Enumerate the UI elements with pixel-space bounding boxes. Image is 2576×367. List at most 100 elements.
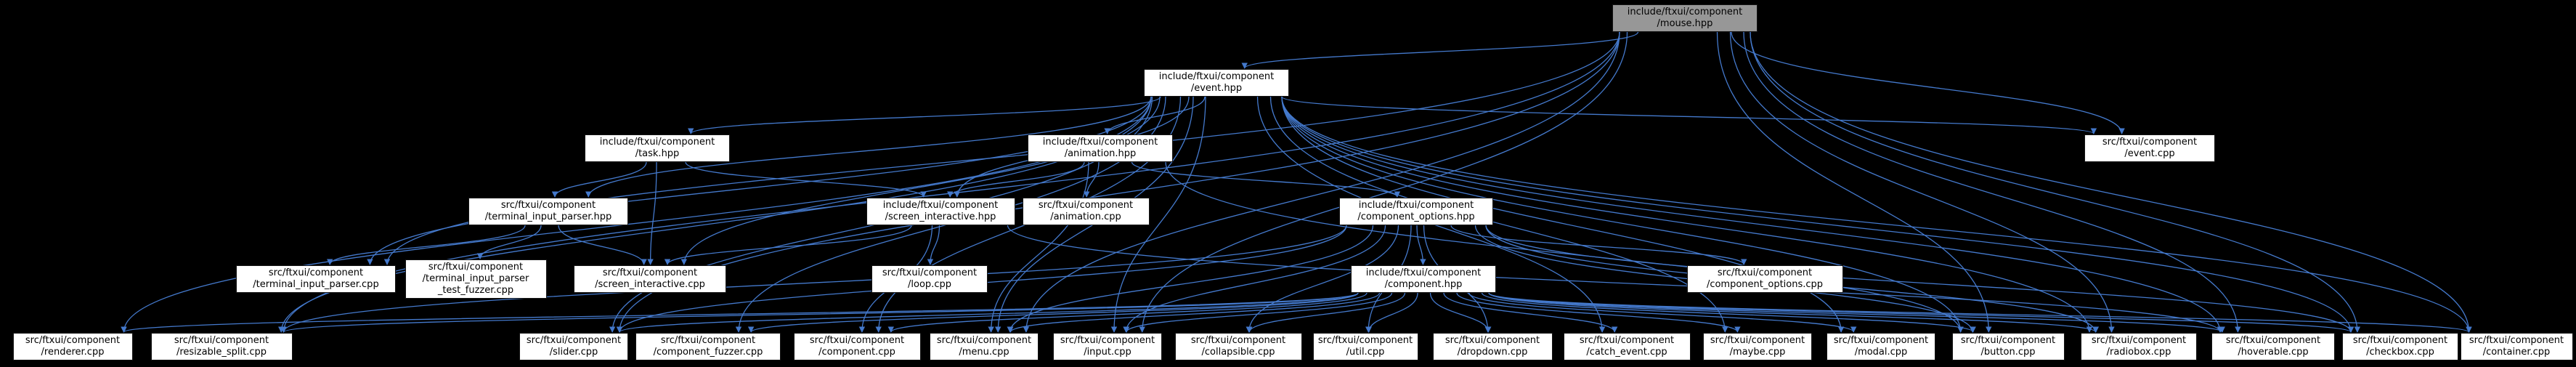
graph-node-terminal_input_parser_hpp[interactable]: src/ftxui/component/terminal_input_parse… — [468, 198, 628, 225]
edge-animation_hpp--button_cpp — [1165, 161, 1964, 333]
node-label-line: src/ftxui/component — [1060, 335, 1155, 346]
edge-task_hpp--screen_interactive_hpp — [685, 161, 927, 198]
edge-mouse_hpp--hoverable_cpp — [1743, 31, 2241, 333]
graph-node-catch_event_cpp[interactable]: src/ftxui/component/catch_event.cpp — [1563, 333, 1691, 360]
graph-node-mouse_hpp[interactable]: include/ftxui/component/mouse.hpp — [1612, 4, 1758, 32]
graph-node-maybe_cpp[interactable]: src/ftxui/component/maybe.cpp — [1703, 333, 1812, 360]
edge-event_hpp--terminal_input_parser_cpp — [367, 96, 1152, 265]
graph-node-menu_cpp[interactable]: src/ftxui/component/menu.cpp — [930, 333, 1039, 360]
node-label-line: /event.hpp — [1190, 83, 1243, 94]
node-label-line: /terminal_input_parser.cpp — [253, 279, 379, 290]
node-label-line: /container.cpp — [2482, 347, 2551, 358]
node-label-line: include/ftxui/component — [1042, 137, 1158, 148]
node-label-line: include/ftxui/component — [1365, 267, 1482, 278]
graph-node-task_hpp[interactable]: include/ftxui/component/task.hpp — [585, 134, 730, 162]
node-label-line: src/ftxui/component — [882, 267, 978, 278]
node-label-line: /component_fuzzer.cpp — [653, 347, 763, 358]
graph-node-component_options_hpp[interactable]: include/ftxui/component/component_option… — [1339, 198, 1493, 225]
node-label-line: /button.cpp — [1980, 347, 2036, 358]
edge-animation_hpp--animation_cpp — [1083, 161, 1100, 198]
node-label-line: src/ftxui/component — [1038, 200, 1134, 211]
graph-node-component_fuzzer_cpp[interactable]: src/ftxui/component/component_fuzzer.cpp — [635, 333, 781, 360]
edge-component_hpp--radiobox_cpp — [1488, 292, 2099, 333]
node-label-line: src/ftxui/component — [268, 267, 364, 278]
node-label-line: /modal.cpp — [1854, 347, 1908, 358]
node-label-line: /terminal_input_parser — [422, 273, 529, 284]
edge-task_hpp--screen_interactive_cpp — [647, 161, 657, 265]
edge-component_hpp--catch_event_cpp — [1443, 292, 1618, 333]
graph-node-util_cpp[interactable]: src/ftxui/component/util.cpp — [1312, 333, 1418, 360]
edge-event_hpp--terminal_input_parser_hpp — [585, 96, 1152, 198]
node-label-line: /task.hpp — [635, 148, 680, 159]
node-label-line: include/ftxui/component — [1627, 7, 1743, 17]
graph-node-terminal_input_parser_cpp[interactable]: src/ftxui/component/terminal_input_parse… — [236, 265, 396, 293]
graph-node-resizable_split_cpp[interactable]: src/ftxui/component/resizable_split.cpp — [150, 333, 293, 360]
graph-node-screen_interactive_cpp[interactable]: src/ftxui/component/screen_interactive.c… — [574, 265, 726, 293]
node-label-line: /screen_interactive.cpp — [595, 279, 705, 290]
edge-component_hpp--button_cpp — [1481, 292, 1976, 333]
edge-mouse_hpp--terminal_input_parser_cpp — [383, 31, 1620, 265]
edge-component_hpp--dropdown_cpp — [1429, 292, 1492, 333]
node-label-line: include/ftxui/component — [1358, 200, 1474, 211]
graph-node-animation_hpp[interactable]: include/ftxui/component/animation.hpp — [1028, 134, 1173, 162]
edge-screen_interactive_hpp--hoverable_cpp — [1007, 225, 2224, 333]
node-label-line: /mouse.hpp — [1657, 18, 1713, 29]
node-label-line: src/ftxui/component — [1445, 335, 1540, 346]
graph-node-hoverable_cpp[interactable]: src/ftxui/component/hoverable.cpp — [2211, 333, 2335, 360]
graph-node-component_hpp[interactable]: include/ftxui/component/component.hpp — [1351, 265, 1496, 293]
edge-component_hpp--checkbox_cpp — [1488, 292, 2354, 333]
graph-node-modal_cpp[interactable]: src/ftxui/component/modal.cpp — [1827, 333, 1935, 360]
graph-node-event_cpp[interactable]: src/ftxui/component/event.cpp — [2084, 134, 2215, 162]
graph-node-component_options_cpp[interactable]: src/ftxui/component/component_options.cp… — [1686, 265, 1843, 293]
node-label-line: /renderer.cpp — [41, 347, 105, 358]
graph-node-animation_cpp[interactable]: src/ftxui/component/animation.cpp — [1022, 198, 1150, 225]
edge-component_hpp--component_fuzzer_cpp — [748, 292, 1359, 333]
node-label-line: src/ftxui/component — [2469, 335, 2564, 346]
edge-component_hpp--container_cpp — [1488, 292, 2472, 333]
graph-node-button_cpp[interactable]: src/ftxui/component/button.cpp — [1951, 333, 2065, 360]
edge-event_hpp--hoverable_cpp — [1281, 96, 2224, 333]
node-label-line: /terminal_input_parser.hpp — [484, 211, 612, 222]
graph-node-screen_interactive_hpp[interactable]: include/ftxui/component/screen_interacti… — [866, 198, 1015, 225]
edge-component_hpp--menu_cpp — [1007, 292, 1381, 333]
edge-component_hpp--maybe_cpp — [1456, 292, 1741, 333]
edge-event_hpp--animation_hpp — [1104, 96, 1206, 134]
node-label-line: /menu.cpp — [959, 347, 1009, 358]
graph-node-checkbox_cpp[interactable]: src/ftxui/component/checkbox.cpp — [2342, 333, 2458, 360]
node-label-line: include/ftxui/component — [599, 137, 715, 148]
node-label-line: /animation.cpp — [1050, 211, 1121, 222]
graph-node-component_cpp[interactable]: src/ftxui/component/component.cpp — [793, 333, 921, 360]
node-label-line: /slider.cpp — [549, 347, 598, 358]
graph-node-loop_cpp[interactable]: src/ftxui/component/loop.cpp — [871, 265, 988, 293]
node-label-line: src/ftxui/component — [2225, 335, 2321, 346]
graph-node-container_cpp[interactable]: src/ftxui/component/container.cpp — [2460, 333, 2573, 360]
edge-mouse_hpp--button_cpp — [1716, 31, 1992, 333]
edge-component_options_hpp--menu_cpp — [1007, 225, 1374, 333]
edge-component_hpp--resizable_split_cpp — [280, 292, 1359, 333]
graph-node-tip_fuzzer_cpp[interactable]: src/ftxui/component/terminal_input_parse… — [405, 259, 547, 299]
node-label-line: include/ftxui/component — [882, 200, 999, 211]
node-label-line: src/ftxui/component — [1710, 335, 1805, 346]
node-label-line: src/ftxui/component — [2091, 335, 2187, 346]
graph-node-collapsible_cpp[interactable]: src/ftxui/component/collapsible.cpp — [1174, 333, 1302, 360]
edge-component_options_hpp--resizable_split_cpp — [280, 225, 1347, 333]
edge-terminal_input_parser_hpp--screen_interactive_cpp — [558, 225, 647, 265]
edge-component_options_hpp--component_hpp — [1416, 225, 1426, 265]
graph-node-event_hpp[interactable]: include/ftxui/component/event.hpp — [1144, 69, 1289, 97]
node-label-line: /collapsible.cpp — [1201, 347, 1275, 358]
node-label-line: src/ftxui/component — [1190, 335, 1286, 346]
edge-event_hpp--button_cpp — [1281, 96, 1964, 333]
graph-node-radiobox_cpp[interactable]: src/ftxui/component/radiobox.cpp — [2081, 333, 2197, 360]
node-label-line: /dropdown.cpp — [1457, 347, 1528, 358]
node-label-line: /component.hpp — [1384, 279, 1463, 290]
graph-node-slider_cpp[interactable]: src/ftxui/component/slider.cpp — [519, 333, 628, 360]
node-label-line: /component_options.cpp — [1706, 279, 1824, 290]
graph-node-dropdown_cpp[interactable]: src/ftxui/component/dropdown.cpp — [1432, 333, 1553, 360]
graph-node-input_cpp[interactable]: src/ftxui/component/input.cpp — [1053, 333, 1162, 360]
edge-event_hpp--screen_interactive_cpp — [680, 96, 1161, 265]
edge-component_hpp--modal_cpp — [1468, 292, 1857, 333]
node-label-line: src/ftxui/component — [1960, 335, 2056, 346]
edge-terminal_input_parser_hpp--tip_fuzzer_cpp — [476, 225, 542, 259]
graph-node-renderer_cpp[interactable]: src/ftxui/component/renderer.cpp — [12, 333, 133, 360]
node-label-line: /input.cpp — [1084, 347, 1131, 358]
